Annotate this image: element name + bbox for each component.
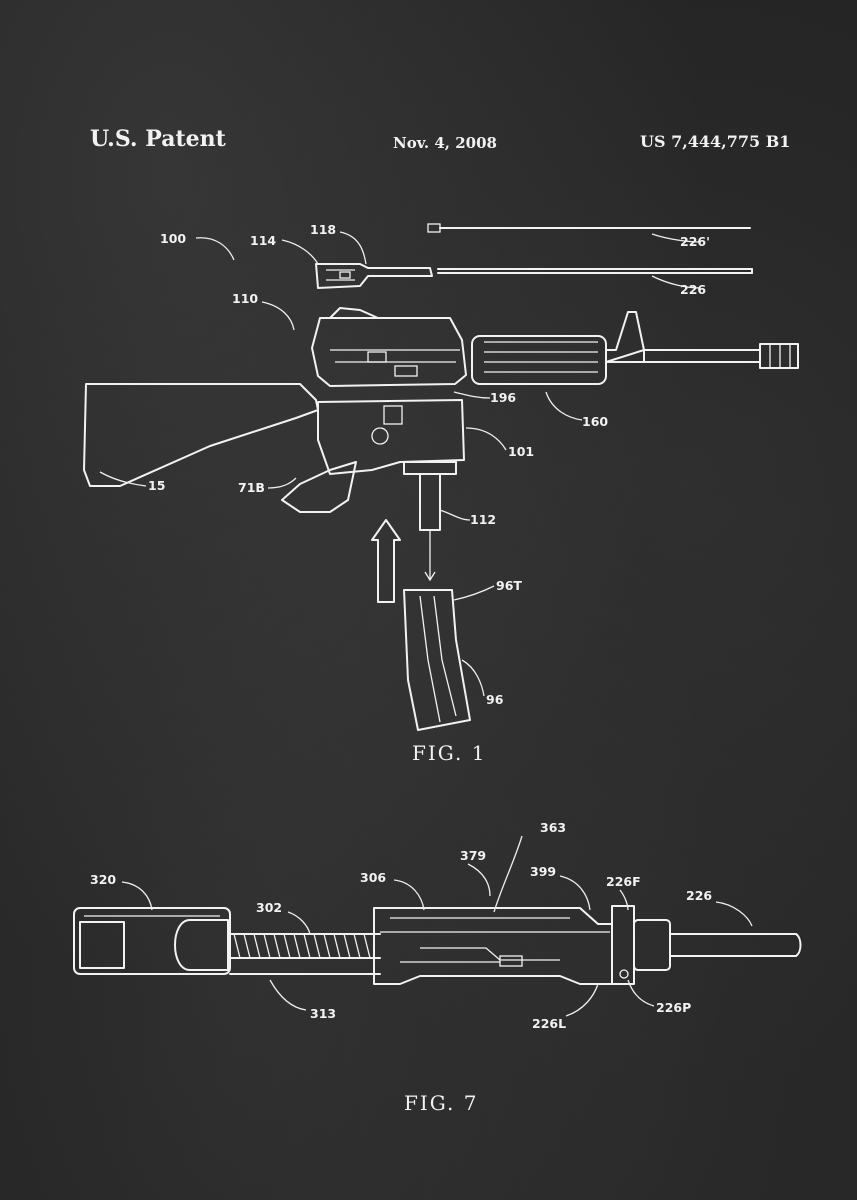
label-112: 112: [470, 512, 496, 527]
label-363: 363: [540, 820, 566, 835]
label-306: 306: [360, 870, 386, 885]
pistol-grip: [281, 461, 357, 513]
front-sight-and-barrel: [605, 311, 799, 369]
label-110: 110: [232, 291, 258, 306]
label-226: 226: [680, 282, 706, 297]
label-302: 302: [256, 900, 282, 915]
rod-226-prime: [427, 223, 751, 233]
handguard: [471, 335, 607, 385]
stock: [83, 383, 319, 487]
spring: [229, 933, 381, 975]
fig1-caption: FIG. 1: [412, 741, 486, 765]
label-313: 313: [310, 1006, 336, 1021]
label-101: 101: [508, 444, 534, 459]
label-226-fig7: 226: [686, 888, 712, 903]
label-399: 399: [530, 864, 556, 879]
label-226f: 226F: [606, 874, 641, 889]
label-196: 196: [490, 390, 516, 405]
label-96t: 96T: [496, 578, 522, 593]
label-160: 160: [582, 414, 608, 429]
label-114: 114: [250, 233, 276, 248]
label-100: 100: [160, 231, 186, 246]
magazine: [403, 589, 471, 731]
label-226l: 226L: [532, 1016, 566, 1031]
bolt-carrier-assembly: [315, 263, 433, 289]
patent-date: Nov. 4, 2008: [393, 134, 497, 152]
label-226-prime: 226': [680, 234, 710, 249]
fig7-bolt-assembly: 363 379 399 226F 226 320 306 302 313 226…: [73, 820, 802, 1115]
label-379: 379: [460, 848, 486, 863]
label-15: 15: [148, 478, 165, 493]
bolt-carrier: [373, 907, 613, 985]
patent-label: U.S. Patent: [90, 126, 226, 152]
fig1-rifle: 100 114 118 226' 226 110 196 160 101 15 …: [83, 222, 799, 765]
magazine-adapter: [403, 461, 457, 582]
fig7-caption: FIG. 7: [404, 1091, 478, 1115]
upper-receiver: [311, 307, 467, 387]
label-320: 320: [90, 872, 116, 887]
rod-226: [437, 268, 753, 274]
label-118: 118: [310, 222, 336, 237]
label-96: 96: [486, 692, 504, 707]
rod-226-fig7: [669, 933, 802, 957]
rod-mount: [611, 905, 671, 985]
insert-arrow-icon: [371, 519, 401, 603]
patent-number: US 7,444,775 B1: [640, 132, 791, 151]
buffer: [73, 907, 231, 975]
label-71b: 71B: [238, 480, 265, 495]
lower-receiver: [317, 399, 465, 475]
label-226p: 226P: [656, 1000, 691, 1015]
